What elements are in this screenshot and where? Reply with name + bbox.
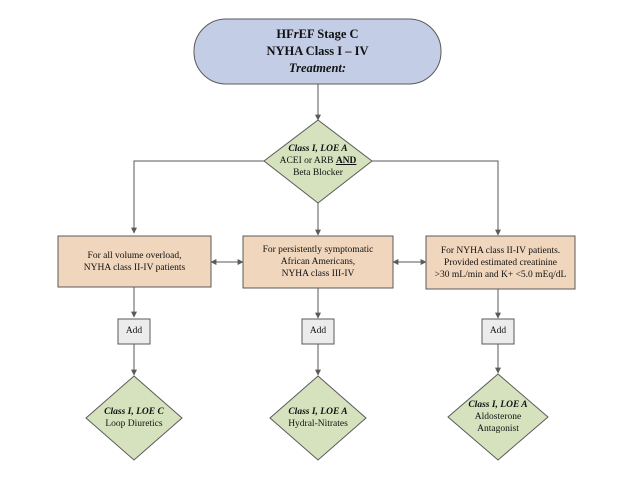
process-label-right: For NYHA class II-IV patients. Provided … — [434, 245, 567, 280]
add-box-right — [481, 318, 515, 345]
process-label-middle: For persistently symptomatic African Ame… — [262, 245, 374, 279]
process-label-left: For all volume overload, NYHA class II-I… — [83, 250, 186, 273]
outcome-label-middle: Class I, LOE A Hydral-Nitrates — [288, 407, 348, 429]
process-box-right — [425, 235, 576, 290]
start-terminator — [193, 18, 442, 85]
start-nyha-line: NYHA Class I – IV — [266, 44, 369, 58]
connectors — [131, 84, 501, 376]
add-label-left: Add — [125, 326, 143, 337]
add-box-middle — [301, 318, 335, 345]
outcome-diamond-right — [447, 373, 549, 461]
arrow-decision-to-left-box — [131, 160, 264, 234]
process-box-left — [57, 235, 212, 288]
outcome-diamond-left — [85, 375, 183, 461]
arrow-decision-to-right-box — [372, 160, 501, 236]
add-label-right: Add — [489, 326, 507, 337]
top-decision-drugs: ACEI or ARB AND — [279, 156, 357, 166]
start-title-line: HFrEF Stage C — [276, 27, 359, 41]
add-box-left — [117, 318, 151, 345]
top-decision-class: Class I, LOE A — [288, 144, 348, 154]
start-treatment-line: Treatment: — [288, 61, 347, 75]
start-label: HFrEF Stage C NYHA Class I – IV Treatmen… — [194, 19, 441, 84]
outcome-label-left: Class I, LOE C Loop Diuretics — [104, 407, 164, 429]
top-decision-label: Class I, LOE A ACEI or ARB AND Beta Bloc… — [264, 138, 372, 184]
add-label-middle: Add — [309, 326, 327, 337]
outcome-label-right: Class I, LOE A Aldosterone Antagonist — [468, 400, 528, 434]
top-decision-beta: Beta Blocker — [293, 168, 343, 178]
outcome-diamond-middle — [269, 375, 367, 461]
process-box-middle — [242, 235, 394, 289]
top-decision-diamond — [263, 119, 373, 204]
